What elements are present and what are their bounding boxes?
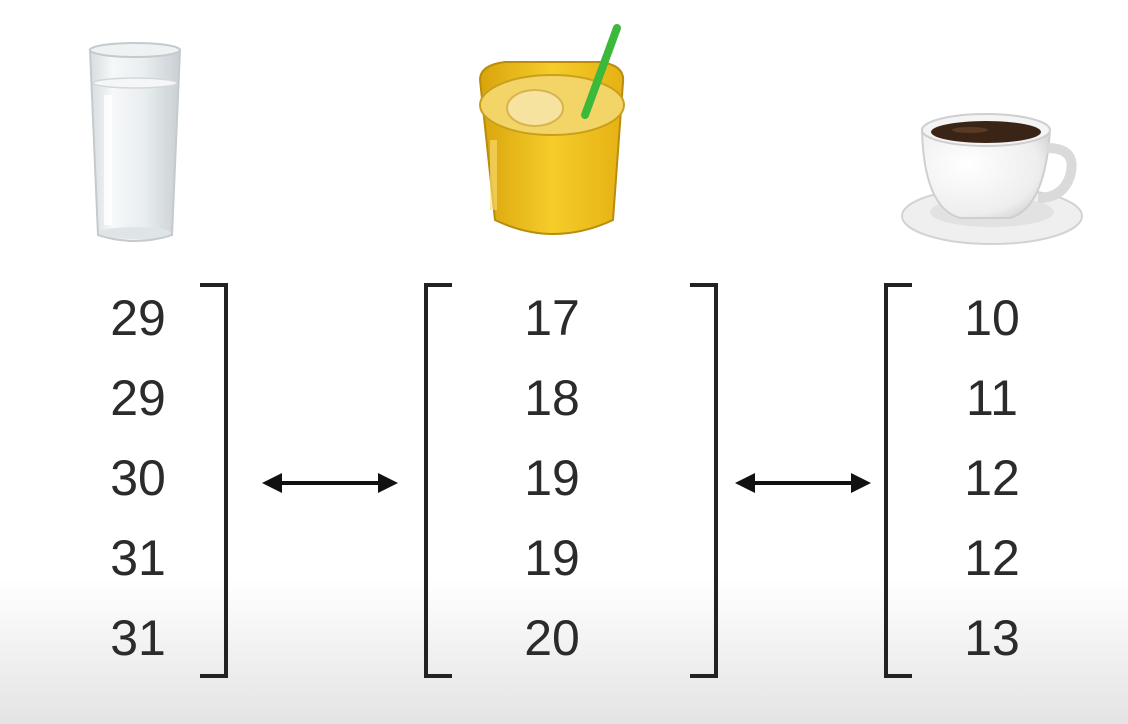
coffee-value: 11	[966, 370, 1018, 426]
juice-value: 20	[524, 610, 580, 666]
juice-value: 17	[524, 290, 580, 346]
water-glass-icon	[88, 42, 182, 242]
water-value: 29	[110, 370, 166, 426]
coffee-value: 13	[964, 610, 1020, 666]
juice-value: 19	[524, 450, 580, 506]
double-arrow-icon	[262, 473, 398, 493]
juice-value: 19	[524, 530, 580, 586]
juice-right-bracket	[688, 283, 718, 678]
double-arrow-icon	[735, 473, 871, 493]
water-value: 29	[110, 290, 166, 346]
water-value: 31	[110, 530, 166, 586]
coffee-value: 12	[964, 450, 1020, 506]
coffee-value: 10	[964, 290, 1020, 346]
juice-value: 18	[524, 370, 580, 426]
coffee-cup-icon	[901, 113, 1083, 245]
juice-left-bracket	[424, 283, 454, 678]
orange-juice-icon	[478, 24, 625, 235]
water-value: 30	[110, 450, 166, 506]
water-right-bracket	[198, 283, 228, 678]
water-value: 31	[110, 610, 166, 666]
coffee-left-bracket	[884, 283, 914, 678]
coffee-value: 12	[964, 530, 1020, 586]
